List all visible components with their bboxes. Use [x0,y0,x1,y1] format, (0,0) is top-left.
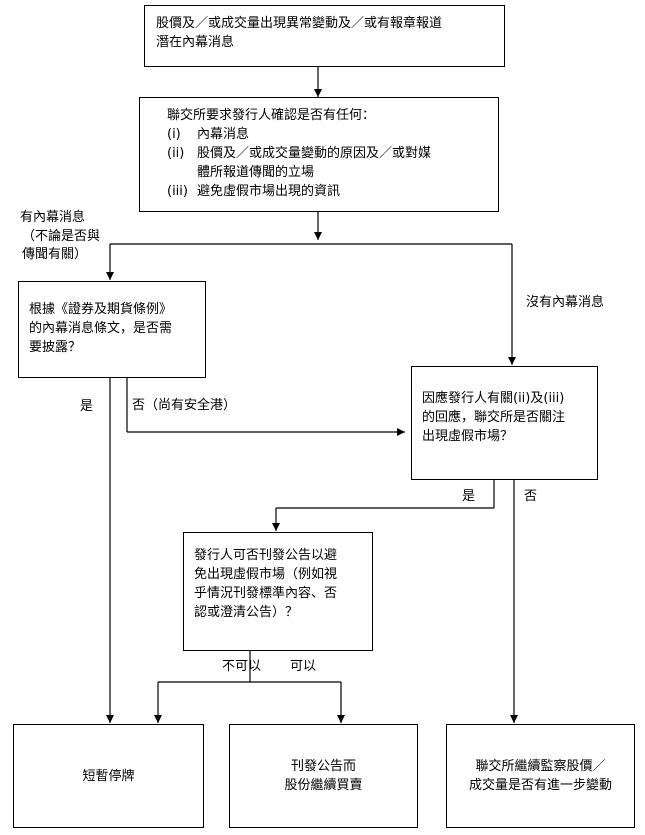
inquiry-item-2-text: 股價及／或成交量變動的原因及／或對媒 [197,146,432,161]
false-market-line-2: 的回應，聯交所是否關注 [422,410,566,425]
label-yes-disclose: 是 [80,399,94,414]
disclosure-box: 根據《證券及期貨條例》 的內幕消息條文，是否需 要披露？ [18,281,206,378]
label-cannot: 不可以 [222,659,262,674]
monitor-line-2: 成交量是否有進一步變動 [468,778,612,793]
suspension-box: 短暫停牌 [13,724,204,828]
disclosure-line-2: 的內幕消息條文，是否需 [29,321,173,336]
resume-trading-box: 刊發公告而 股份繼續買賣 [229,724,418,828]
label-has-insider-2: （不論是否與 [22,229,101,244]
start-line-1: 股價及／或成交量出現異常變動及／或有報章報道 [156,16,443,31]
label-yes-false-market: 是 [462,489,476,504]
label-has-insider-3: 傳聞有關） [22,247,88,262]
inquiry-item-2-text-2: 體所報道傳聞的立場 [197,165,315,180]
resume-line-1: 刊發公告而 [290,759,356,774]
announcement-line-1: 發行人可否刊發公告以避 [194,548,338,563]
inquiry-item-1: (i) 內幕消息 [167,125,498,144]
label-no-false-market: 否 [524,489,538,504]
inquiry-item-3: (iii) 避免虛假市場出現的資訊 [167,182,498,201]
announcement-line-2: 免出現虛假市場（例如視 [194,567,338,582]
inquiry-item-2-num: (ii) [167,146,185,161]
announcement-line-3: 乎情況刊發標準內容、否 [194,586,338,601]
monitor-line-1: 聯交所繼續監察股價／ [475,759,606,774]
disclosure-line-1: 根據《證券及期貨條例》 [29,302,173,317]
inquiry-item-1-text: 內幕消息 [197,127,250,142]
inquiry-intro: 聯交所要求發行人確認是否有任何： [167,108,376,123]
label-no-safe-harbour: 否（尚有安全港） [132,398,237,413]
label-can: 可以 [290,659,317,674]
inquiry-item-2: (ii) 股價及／或成交量變動的原因及／或對媒 [167,144,498,163]
suspension-label: 短暫停牌 [82,768,135,784]
start-line-2: 潛在內幕消息 [156,35,235,50]
announcement-box: 發行人可否刊發公告以避 免出現虛假市場（例如視 乎情況刊發標準內容、否 認或澄清… [183,532,373,651]
announcement-line-4: 認或澄清公告）？ [194,605,299,620]
false-market-box: 因應發行人有關(ii)及(iii) 的回應，聯交所是否關注 出現虛假市場？ [411,366,598,480]
inquiry-item-2-cont: 體所報道傳聞的立場 [167,163,498,182]
label-has-insider-1: 有內幕消息 [20,210,86,225]
inquiry-box: 聯交所要求發行人確認是否有任何： (i) 內幕消息 (ii) 股價及／或成交量變… [139,97,499,212]
start-box: 股價及／或成交量出現異常變動及／或有報章報道 潛在內幕消息 [144,5,505,67]
inquiry-item-3-num: (iii) [167,184,188,199]
inquiry-item-3-text: 避免虛假市場出現的資訊 [197,184,341,199]
inquiry-item-1-num: (i) [167,127,181,142]
disclosure-line-3: 要披露？ [29,340,82,355]
false-market-line-3: 出現虛假市場？ [422,429,514,444]
monitor-box: 聯交所繼續監察股價／ 成交量是否有進一步變動 [446,724,635,828]
label-no-insider: 沒有內幕消息 [526,295,605,310]
resume-line-2: 股份繼續買賣 [284,778,363,793]
false-market-line-1: 因應發行人有關(ii)及(iii) [422,391,565,406]
